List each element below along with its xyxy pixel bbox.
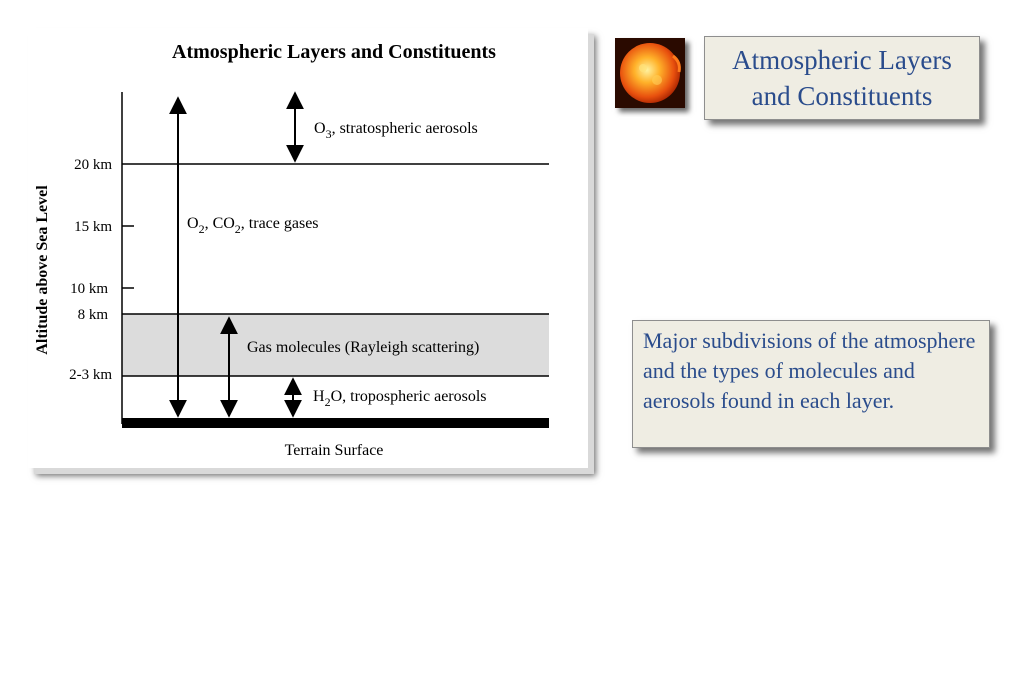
label-upper-layer: O2, CO2, trace gases — [187, 215, 319, 236]
atmosphere-diagram: Atmospheric Layers and Constituents 20 k… — [28, 28, 588, 468]
label-rayleigh: Gas molecules (Rayleigh scattering) — [247, 339, 479, 356]
upper-sub-2a: 2 — [199, 222, 205, 236]
y-axis-label: Altitude above Sea Level — [34, 185, 51, 355]
upper-sub-2b: 2 — [235, 222, 241, 236]
slide-title-box: Atmospheric Layers and Constituents — [704, 36, 980, 120]
terrain-surface-label: Terrain Surface — [285, 442, 384, 459]
caption-text: Major subdivisions of the atmosphere and… — [643, 328, 976, 413]
tick-label-10km: 10 km — [70, 281, 108, 297]
troposphere-rest: O, tropospheric aerosols — [331, 388, 487, 405]
troposphere-h: H — [313, 388, 325, 405]
upper-rest: , trace gases — [241, 215, 319, 232]
slide-title-line-1: Atmospheric Layers — [732, 45, 952, 75]
sun-image — [615, 38, 685, 108]
stratosphere-rest: , stratospheric aerosols — [332, 120, 478, 137]
tick-label-20km: 20 km — [74, 157, 112, 173]
tick-label-2-3km: 2-3 km — [69, 367, 112, 383]
tick-label-15km: 15 km — [74, 219, 112, 235]
diagram-svg: Atmospheric Layers and Constituents 20 k… — [34, 41, 549, 459]
upper-co: , CO — [205, 215, 235, 232]
stratosphere-sub-3: 3 — [326, 127, 332, 141]
rayleigh-band — [122, 314, 549, 376]
terrain-surface-bar — [122, 418, 549, 428]
label-stratosphere: O3, stratospheric aerosols — [314, 120, 478, 141]
upper-o: O — [187, 215, 199, 232]
slide-title-line-2: and Constituents — [751, 81, 933, 111]
caption-box: Major subdivisions of the atmosphere and… — [632, 320, 990, 448]
tick-label-8km: 8 km — [78, 307, 109, 323]
stratosphere-o: O — [314, 120, 326, 137]
label-troposphere: H2O, tropospheric aerosols — [313, 388, 487, 409]
sun-icon — [615, 38, 685, 108]
diagram-title: Atmospheric Layers and Constituents — [172, 41, 496, 63]
troposphere-sub-2: 2 — [325, 395, 331, 409]
